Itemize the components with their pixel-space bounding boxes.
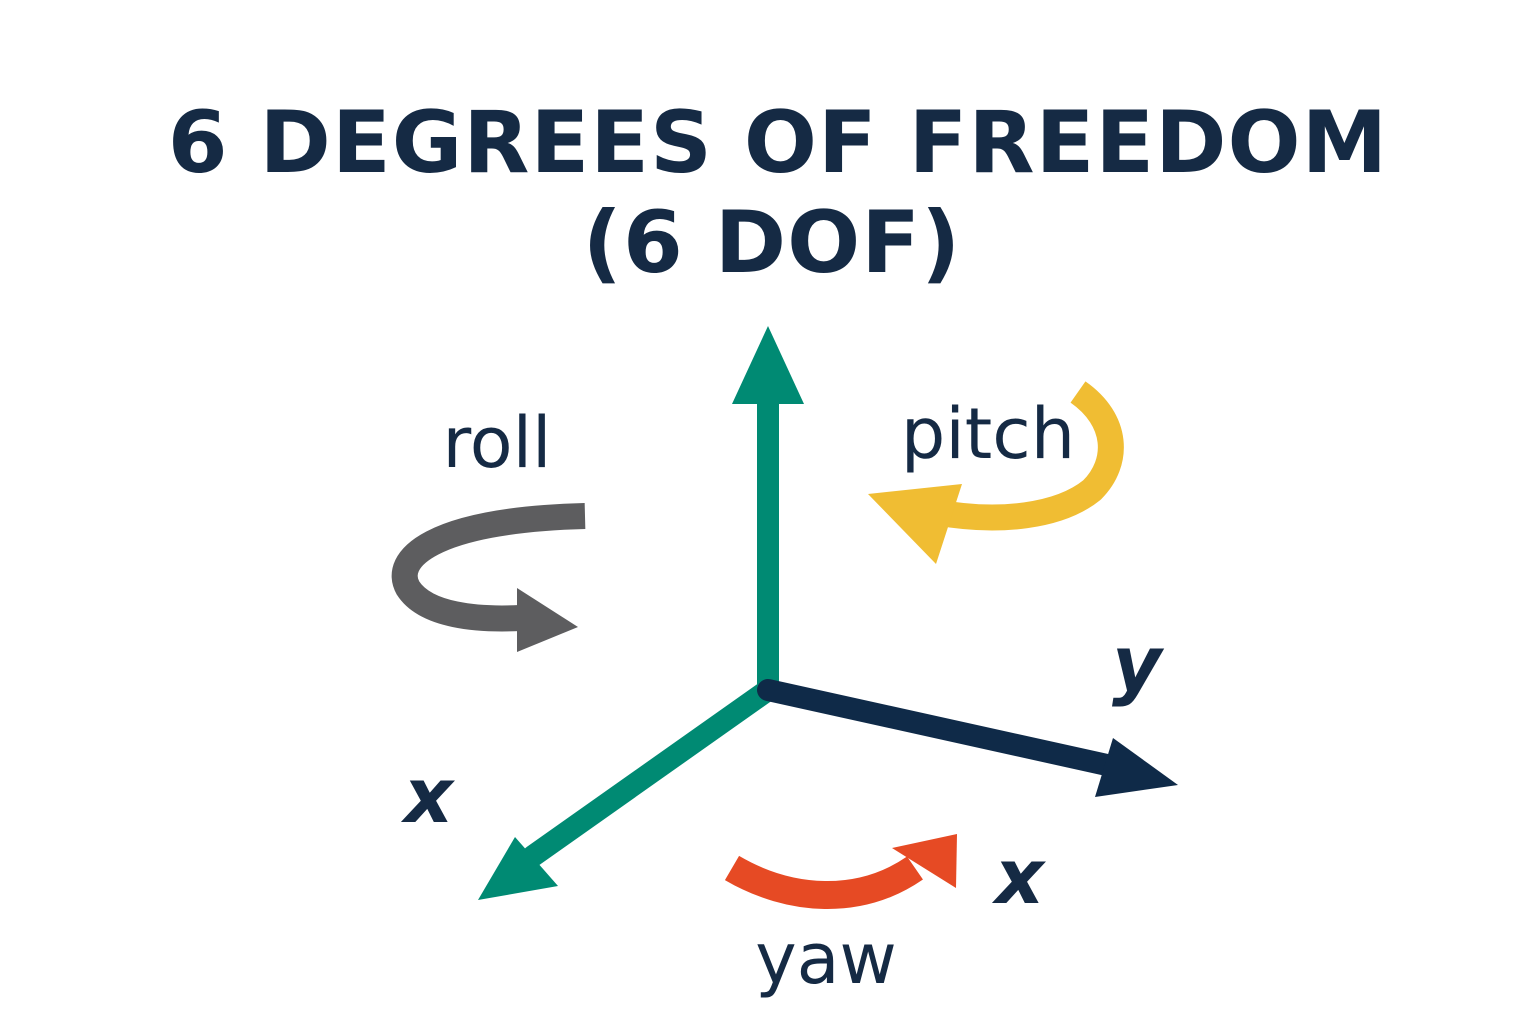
roll-rotation-arrow-icon [391,503,586,652]
pitch-label: pitch [901,393,1075,475]
title-line-2: (6 DOF) [583,193,962,293]
yaw-rotation-arrow-icon [724,834,957,909]
yaw-label: yaw [755,918,897,1000]
title-line-1: 6 DEGREES OF FREEDOM [168,93,1388,193]
roll-label: roll [443,402,552,484]
y-axis-label: y [1112,619,1165,708]
y-axis-arrow [757,679,1178,797]
vertical-axis-arrow [732,326,804,701]
pitch-rotation-arrow-icon [868,381,1124,564]
x-axis-arrow [478,679,779,900]
x-axis-label-left: x [400,751,455,840]
x-axis-label-right: x [991,832,1046,921]
